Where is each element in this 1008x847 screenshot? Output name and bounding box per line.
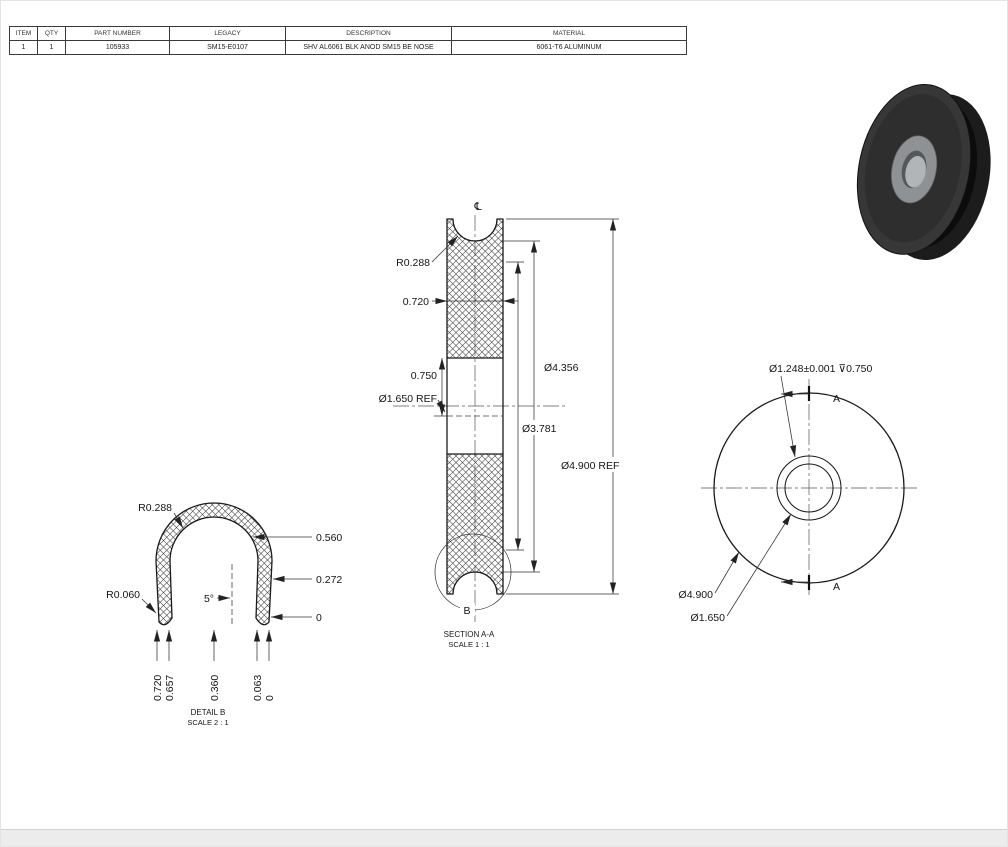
detail-dimension-texts: R0.288 R0.060 5° 0.560 0.272 0 0.720 0.6… bbox=[106, 502, 342, 701]
dim-detail-ord-0272: 0.272 bbox=[316, 574, 342, 586]
detail-b-label: B bbox=[463, 605, 470, 617]
detail-groove-profile bbox=[155, 502, 273, 626]
front-leaders bbox=[714, 375, 797, 617]
centerline-symbol: ℄ bbox=[473, 201, 481, 213]
section-view: ℄ bbox=[379, 201, 650, 649]
pulley-bore-inner bbox=[905, 155, 926, 188]
dim-section-width: 0.720 bbox=[403, 296, 429, 308]
pulley-3d-render bbox=[856, 83, 991, 260]
front-counterbore-circle bbox=[776, 455, 842, 521]
dim-detail-ord-0657: 0.657 bbox=[164, 675, 176, 701]
bom-cell-qty: 1 bbox=[37, 40, 66, 55]
dim-detail-ord-zero-right: 0 bbox=[316, 612, 322, 624]
detail-view-title: DETAIL B bbox=[191, 708, 226, 717]
dim-groove-root-dia: Ø4.356 bbox=[544, 362, 579, 374]
dim-detail-ord-0720: 0.720 bbox=[152, 675, 164, 701]
dim-detail-tip-radius: R0.060 bbox=[106, 589, 140, 601]
bom-cell-description: SHV AL6061 BLK ANOD SM15 BE NOSE bbox=[285, 40, 452, 55]
section-lower-solid bbox=[446, 453, 504, 595]
section-dimension-texts: R0.288 0.720 0.750 Ø1.650 REF Ø3.781 Ø4.… bbox=[379, 257, 650, 617]
bom-cell-material: 6061-T6 ALUMINUM bbox=[451, 40, 687, 55]
dim-text-mask bbox=[519, 420, 573, 435]
section-view-scale: SCALE 1 : 1 bbox=[448, 640, 489, 649]
section-arrow-label-top: A bbox=[833, 393, 840, 405]
section-dimension-lines bbox=[431, 218, 619, 595]
dim-detail-ord-0560: 0.560 bbox=[316, 532, 342, 544]
section-bore-edges bbox=[446, 358, 504, 454]
dim-text-mask bbox=[460, 603, 475, 616]
section-upper-solid bbox=[446, 218, 504, 359]
dim-counterbore-depth: 0.750 bbox=[411, 370, 437, 382]
detail-view-scale: SCALE 2 : 1 bbox=[187, 718, 228, 727]
dim-text-mask bbox=[557, 457, 650, 472]
front-bore-circle bbox=[784, 463, 834, 513]
bom-data-row: 1 1 105933 SM15-E0107 SHV AL6061 BLK ANO… bbox=[9, 40, 687, 55]
dim-front-outer-dia: Ø4.900 bbox=[679, 589, 714, 601]
section-cut-line bbox=[781, 386, 811, 590]
dim-outer-dia-ref: Ø4.900 REF bbox=[561, 460, 619, 472]
dim-detail-groove-radius: R0.288 bbox=[138, 502, 172, 514]
front-centerlines bbox=[701, 379, 917, 598]
dim-front-counterbore-dia: Ø1.650 bbox=[691, 612, 726, 624]
bom-table: ITEM QTY PART NUMBER LEGACY DESCRIPTION … bbox=[9, 26, 687, 55]
section-arrow-label-bottom: A bbox=[833, 581, 840, 593]
detail-dimension-lines bbox=[141, 512, 312, 661]
dim-detail-ord-0360: 0.360 bbox=[209, 675, 221, 701]
dim-bore-note: Ø1.248±0.001 ⊽0.750 bbox=[769, 363, 873, 375]
dim-mid-dia: Ø3.781 bbox=[522, 423, 557, 435]
bottom-bar bbox=[1, 829, 1007, 846]
dim-counterbore-dia-ref: Ø1.650 REF bbox=[379, 393, 437, 405]
dim-text-mask bbox=[541, 359, 595, 374]
detail-view: R0.288 R0.060 5° 0.560 0.272 0 0.720 0.6… bbox=[106, 502, 342, 727]
dim-detail-ord-0063: 0.063 bbox=[252, 675, 264, 701]
front-view: A A Ø1.248±0.001 ⊽0.750 Ø4.900 Ø1.650 bbox=[679, 363, 917, 624]
dim-groove-radius: R0.288 bbox=[396, 257, 430, 269]
dim-detail-ord-zero-bottom: 0 bbox=[264, 695, 276, 701]
section-view-title: SECTION A-A bbox=[444, 630, 495, 639]
dim-detail-draft-angle: 5° bbox=[204, 593, 214, 605]
